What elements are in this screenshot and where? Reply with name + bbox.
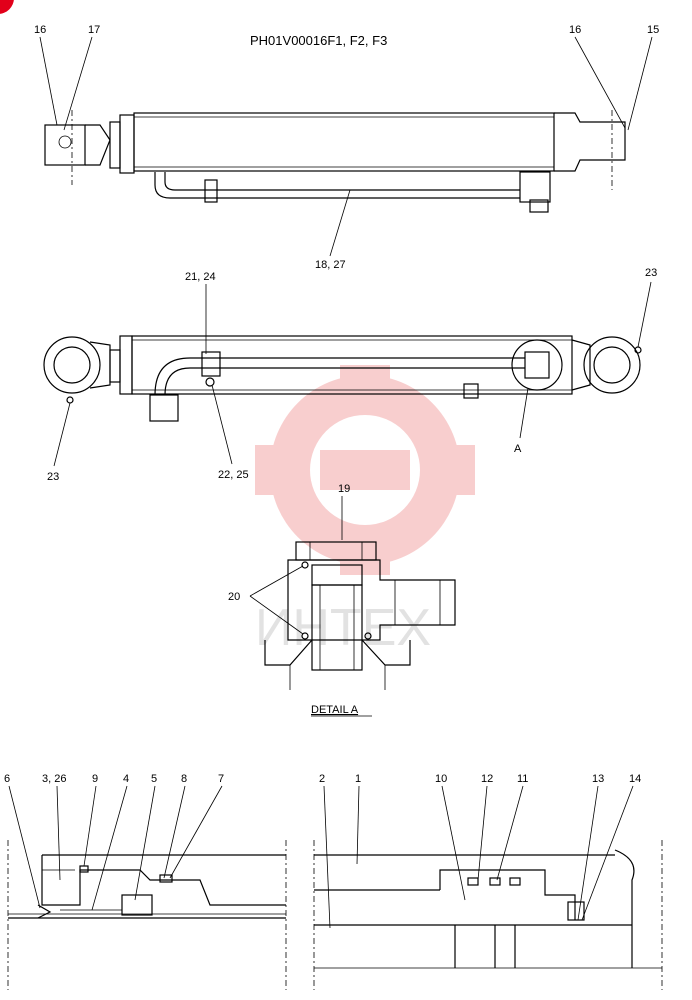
drawing-title: PH01V00016F1, F2, F3 [250, 33, 387, 48]
callout-6: 6 [4, 773, 10, 785]
callout-10: 10 [435, 773, 447, 785]
callout-16-right: 16 [569, 24, 581, 36]
callout-23-right: 23 [645, 267, 657, 279]
watermark-logo [255, 365, 475, 575]
section-head-end [7, 840, 287, 990]
callout-13: 13 [592, 773, 604, 785]
callout-16-left: 16 [34, 24, 46, 36]
section-piston-end [313, 840, 663, 990]
detail-a-section [264, 541, 456, 690]
callout-17: 17 [88, 24, 100, 36]
callout-18-27: 18, 27 [315, 259, 346, 271]
callout-3-26: 3, 26 [42, 773, 66, 785]
callout-22-25: 22, 25 [218, 469, 249, 481]
callout-4: 4 [123, 773, 129, 785]
callout-7: 7 [218, 773, 224, 785]
callout-2: 2 [319, 773, 325, 785]
callout-11: 11 [517, 773, 528, 785]
callout-14: 14 [629, 773, 641, 785]
detail-a-caption: DETAIL A [311, 704, 359, 716]
corner-badge [0, 0, 14, 14]
callout-5: 5 [151, 773, 157, 785]
callout-1: 1 [355, 773, 361, 785]
cylinder-top-view [44, 110, 626, 213]
callout-12: 12 [481, 773, 493, 785]
watermark-text: ИНТЕХ [255, 599, 431, 657]
callout-21-24: 21, 24 [185, 271, 216, 283]
callout-23-left: 23 [47, 471, 59, 483]
callout-A: A [514, 443, 522, 455]
callout-9: 9 [92, 773, 98, 785]
callout-8: 8 [181, 773, 187, 785]
callout-15: 15 [647, 24, 659, 36]
callout-20: 20 [228, 591, 240, 603]
callout-19: 19 [338, 483, 350, 495]
cylinder-side-view [43, 335, 642, 422]
